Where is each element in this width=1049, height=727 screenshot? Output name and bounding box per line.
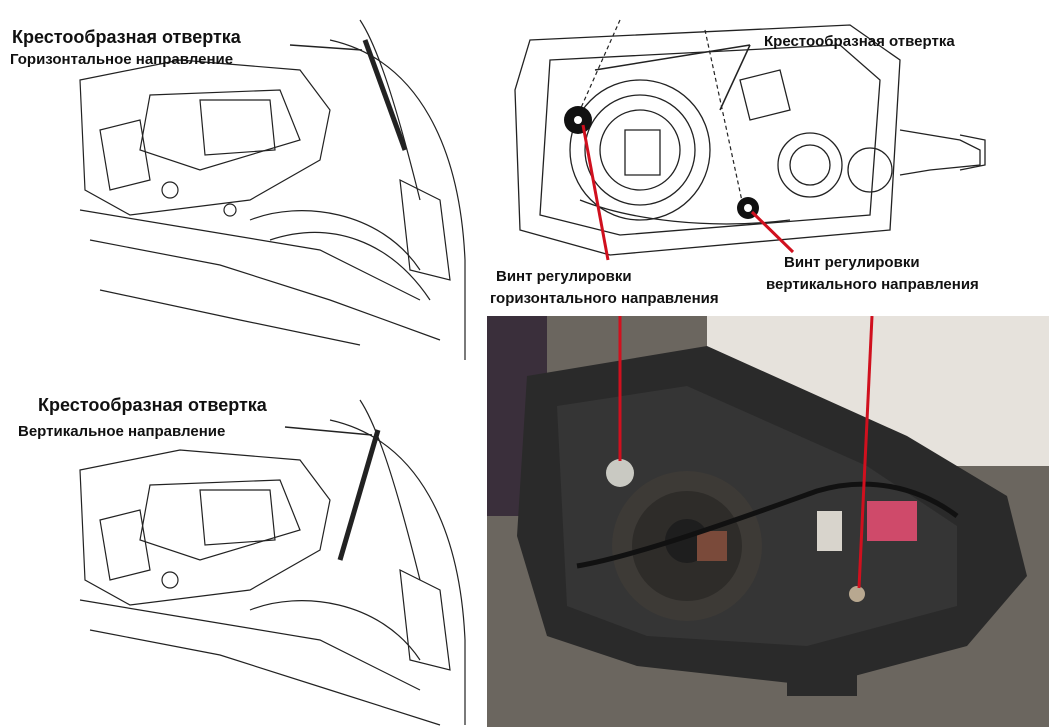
pointer-vertical-photo: [857, 316, 874, 589]
diagram-headlamp-back: Крестообразная отвертка Винт регулировки…: [490, 0, 1049, 316]
top-left-subtitle: Горизонтальное направление: [10, 51, 234, 68]
diagram-vertical-adjust: Крестообразная отвертка Вертикальное нап…: [0, 380, 470, 727]
screwdriver-bottom: [337, 429, 381, 561]
bottom-left-title: Крестообразная отвертка: [38, 395, 267, 415]
vertical-screw-label-line2: вертикального направления: [766, 276, 979, 293]
top-left-title: Крестообразная отвертка: [12, 27, 241, 47]
vertical-screw-label-line1: Винт регулировки: [784, 254, 920, 271]
engine-bay-drawing-bottom: [79, 399, 466, 726]
engine-bay-drawing-top: [79, 19, 466, 360]
pointer-horizontal-top: [581, 124, 610, 261]
top-right-screwdriver-label: Крестообразная отвертка: [764, 33, 955, 50]
headlamp-photo: [487, 316, 1049, 727]
pointer-vertical-top: [750, 210, 795, 254]
horizontal-screw-label-line2: горизонтального направления: [490, 290, 719, 307]
bottom-left-subtitle: Вертикальное направление: [18, 423, 226, 440]
horizontal-screw-label-line1: Винт регулировки: [496, 268, 632, 285]
headlamp-photo-illustration: [487, 316, 1049, 727]
headlamp-back-drawing: [514, 19, 986, 261]
screwdriver-top: [362, 39, 408, 151]
diagram-horizontal-adjust: Крестообразная отвертка Горизонтальное н…: [0, 0, 470, 370]
